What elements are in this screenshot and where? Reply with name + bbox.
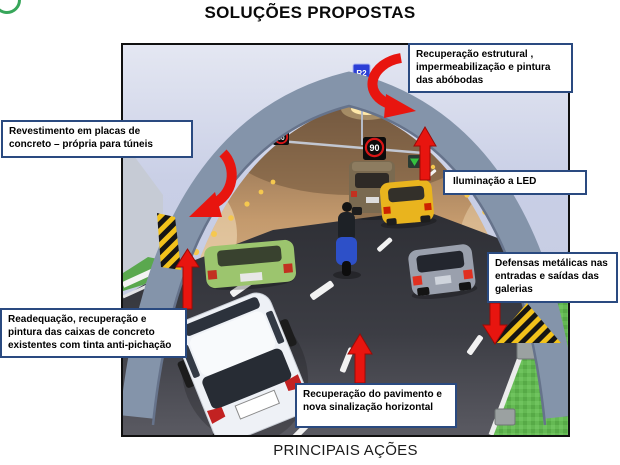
arrow-estrutural-curved xyxy=(367,53,416,118)
vehicle-yellow-car xyxy=(379,179,437,229)
callout-revestimento: Revestimento em placas de concreto – pró… xyxy=(1,120,193,158)
tunnel-illustration: R2 90 90 xyxy=(121,43,570,437)
callout-pavimento: Recuperação do pavimento e nova sinaliza… xyxy=(295,383,457,428)
callout-text: Defensas metálicas nas entradas e saídas… xyxy=(495,258,608,295)
vehicle-silver-car xyxy=(408,244,478,300)
speed-limit-sign-right: 90 xyxy=(363,137,386,160)
tunnel-scene-svg: R2 90 90 xyxy=(123,45,568,435)
hazard-stripes xyxy=(157,213,561,343)
arrow-iluminacao-up xyxy=(413,126,437,181)
callout-text: Iluminação a LED xyxy=(453,176,537,187)
vehicle-motorcycle xyxy=(333,202,361,279)
arrow-defensas-down xyxy=(482,302,508,345)
page-caption: PRINCIPAIS AÇÕES xyxy=(273,442,418,459)
svg-text:90: 90 xyxy=(369,143,379,153)
vehicle-lime-car xyxy=(204,239,296,290)
callout-readequacao: Readequação, recuperação e pintura das c… xyxy=(0,308,187,359)
callout-text: Recuperação estrutural , impermeabilizaç… xyxy=(416,49,551,86)
callout-text: Recuperação do pavimento e nova sinaliza… xyxy=(303,389,442,413)
lane-open-sign-right xyxy=(408,155,421,168)
callout-iluminacao: Iluminação a LED xyxy=(443,170,587,195)
page-title: SOLUÇÕES PROPOSTAS xyxy=(204,3,416,22)
arrow-revestimento-curved xyxy=(189,149,237,217)
arrow-readequacao-up xyxy=(175,248,200,310)
callout-defensas: Defensas metálicas nas entradas e saídas… xyxy=(487,252,618,303)
callout-text: Readequação, recuperação e pintura das c… xyxy=(8,314,172,351)
svg-text:90: 90 xyxy=(277,135,285,142)
callout-text: Revestimento em placas de concreto – pró… xyxy=(9,126,153,150)
annotation-arrows xyxy=(175,53,508,384)
svg-text:R2: R2 xyxy=(356,69,367,78)
callout-recuperacao-estrutural: Recuperação estrutural , impermeabilizaç… xyxy=(408,43,573,94)
